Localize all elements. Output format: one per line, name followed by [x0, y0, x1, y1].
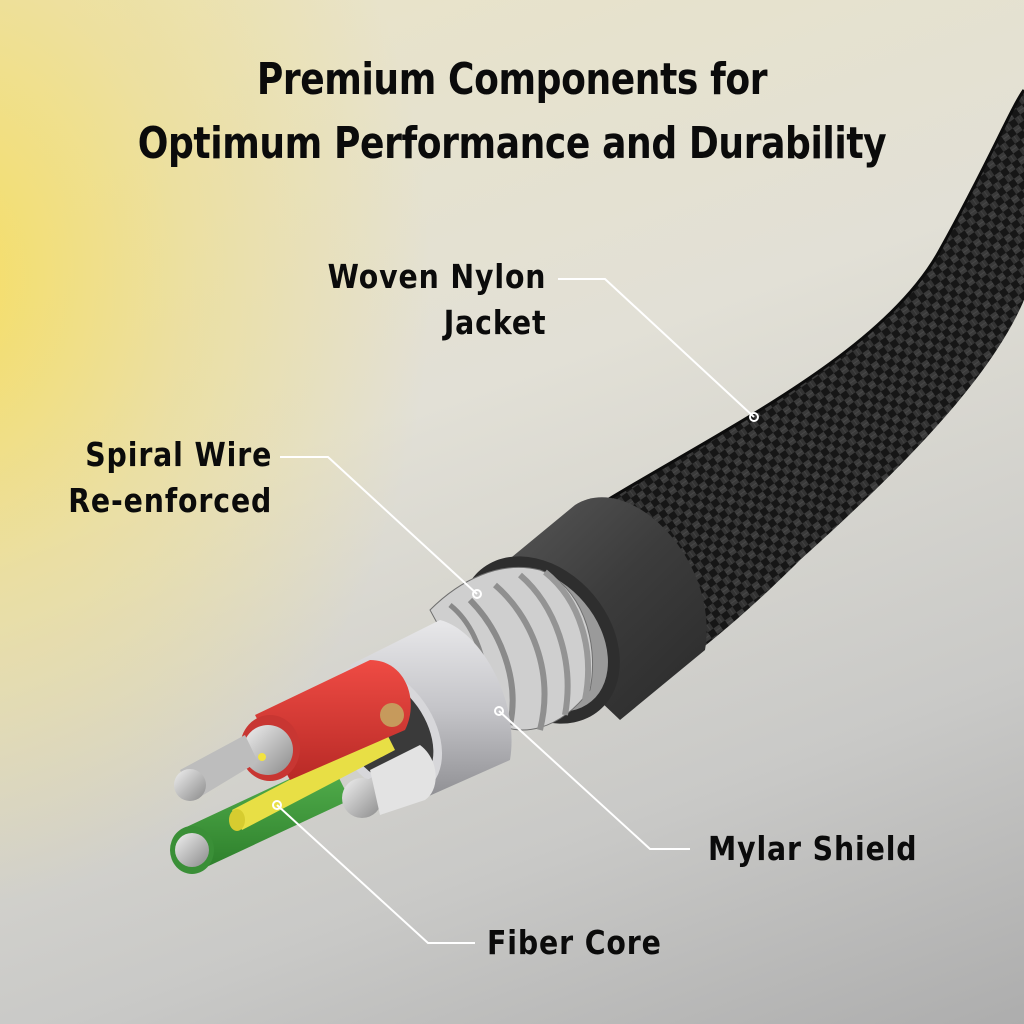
- callout-label-mylar-shield: Mylar Shield: [708, 829, 918, 868]
- callout-label-fiber-core: Fiber Core: [487, 923, 662, 962]
- callout-dots: [272, 412, 759, 810]
- callout-dot-fiber-core: [272, 800, 282, 810]
- callout-dot-mylar-shield: [494, 706, 504, 716]
- title-line-1: Premium Components for: [256, 54, 768, 105]
- callout-label-woven-nylon-jacket: Woven Nylon Jacket: [327, 257, 546, 342]
- callout-line-mylar-shield: [498, 710, 690, 850]
- page-title: Premium Components for Optimum Performan…: [92, 48, 932, 176]
- spiral-wire-shape: [429, 566, 594, 731]
- callout-dot-woven-nylon: [749, 412, 759, 422]
- callout-line-woven-nylon: [558, 278, 755, 418]
- white-wire-shape: [370, 745, 436, 815]
- callout-label-spiral-wire: Spiral Wire Re-enforced: [67, 435, 273, 520]
- callout-line-fiber-core: [276, 804, 475, 944]
- callout-line-spiral-wire: [280, 456, 478, 595]
- title-line-2: Optimum Performance and Durability: [137, 118, 887, 169]
- woven-nylon-jacket-shape: [574, 89, 1024, 665]
- callout-lines: [276, 278, 755, 944]
- callout-dot-spiral-wire: [472, 589, 482, 599]
